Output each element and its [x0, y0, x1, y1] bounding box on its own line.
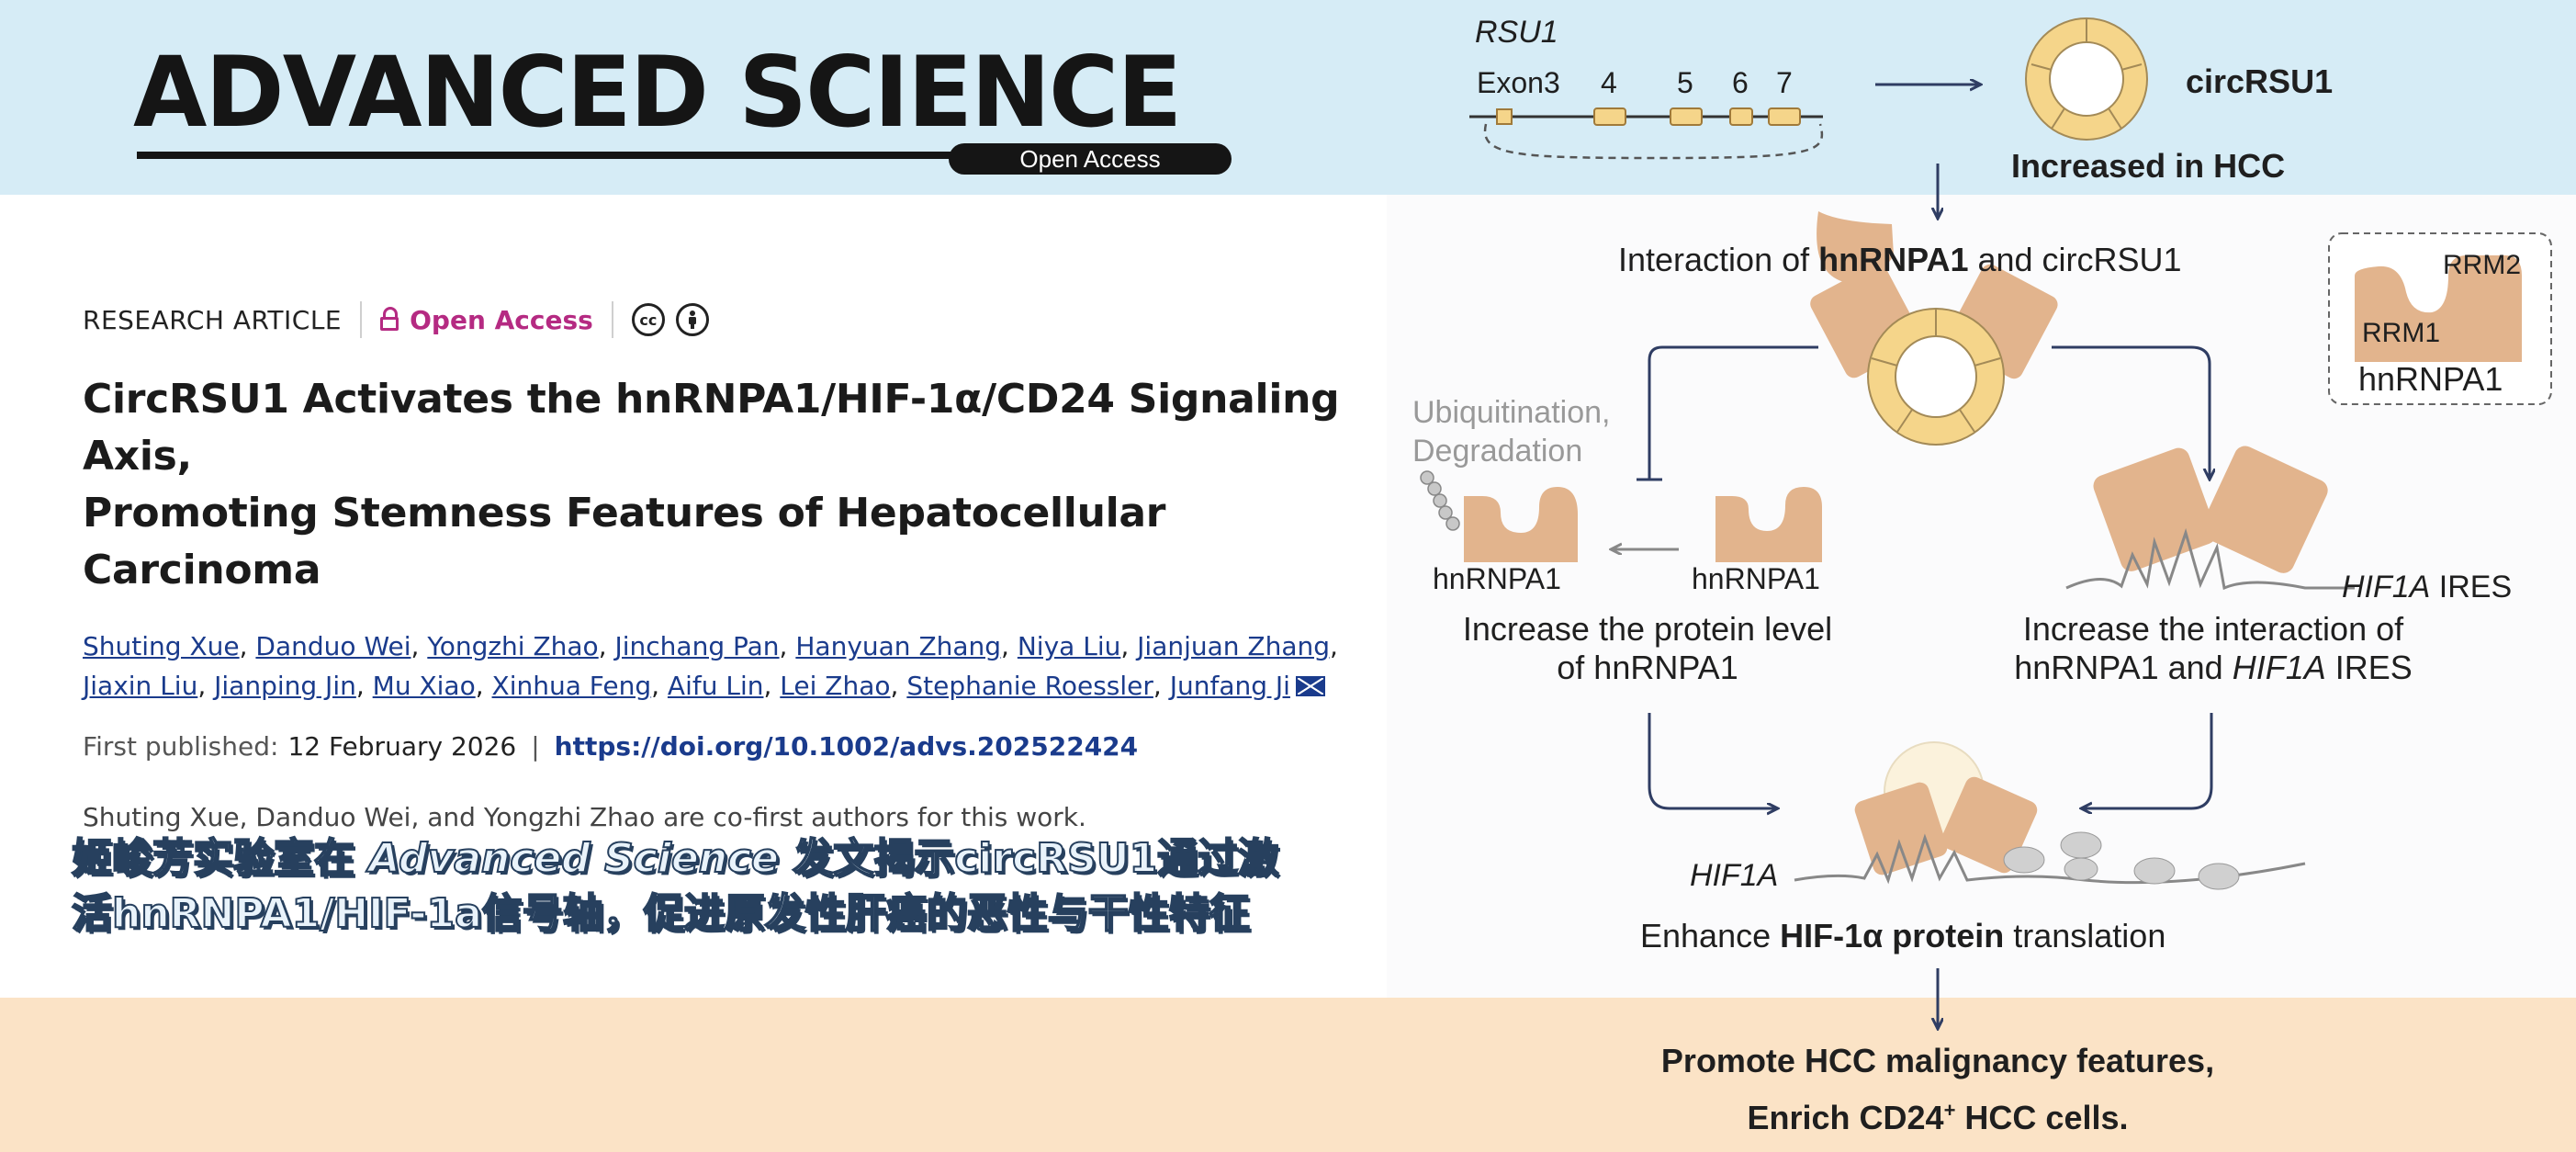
degradation-label: Degradation: [1412, 434, 1583, 469]
author-line: Shuting Xue, Danduo Wei, Yongzhi Zhao, J…: [83, 627, 1368, 666]
author-separator: ,: [651, 671, 668, 701]
chinese-headline: 姬峻芳实验室在 Advanced Science 发文揭示circRSU1通过激…: [71, 831, 1394, 942]
author-separator: ,: [1001, 631, 1018, 661]
author-line: Jiaxin Liu, Jianping Jin, Mu Xiao, Xinhu…: [83, 666, 1368, 706]
author-separator: ,: [475, 671, 492, 701]
enhance-label: Enhance HIF-1α protein translation: [1640, 917, 2166, 954]
hif1a-mrna-label: HIF1A: [1690, 858, 1779, 893]
arrow: [2052, 345, 2210, 478]
exon-label: Exon3: [1477, 66, 1560, 99]
title-line: Promoting Stemness Features of Hepatocel…: [83, 490, 1166, 593]
author-separator: ,: [1120, 631, 1138, 661]
logo-rule: [137, 152, 951, 159]
author-separator: ,: [355, 671, 373, 701]
translation-complex: [1794, 741, 2306, 890]
circ-rna-icon: [2025, 17, 2148, 141]
rrm1-label: RRM1: [2362, 318, 2441, 348]
lock-open-icon: [380, 307, 399, 333]
author-link[interactable]: Yongzhi Zhao: [427, 631, 599, 661]
conclusion: Promote HCC malignancy features, Enrich …: [1660, 1042, 2215, 1136]
interaction-label: Interaction of hnRNPA1 and circRSU1: [1618, 241, 2182, 278]
by-icon[interactable]: [675, 303, 709, 336]
headline-line: 姬峻芳实验室在 Advanced Science 发文揭示circRSU1通过激: [71, 834, 1279, 883]
exon-label: 7: [1776, 66, 1793, 99]
hnrnpa1-protein-degraded: [1464, 487, 1578, 562]
rrm2-label: RRM2: [2443, 250, 2522, 280]
hnrnpa1-legend: [2328, 232, 2552, 405]
hnrnpa1-circrsu1-complex: [1810, 211, 2058, 446]
divider: [360, 301, 363, 338]
exon-label: 6: [1732, 66, 1749, 99]
divider: |: [531, 731, 540, 762]
headline-line: 活hnRNPA1/HIF-1a信号轴，促进原发性肝癌的恶性与干性特征: [71, 889, 1251, 938]
inhibition-line: [1648, 345, 1818, 480]
first-published-label: First published:: [83, 731, 279, 762]
gene-structure: [1469, 107, 1824, 160]
author-link[interactable]: Hanyuan Zhang: [795, 631, 1002, 661]
author-link[interactable]: Aifu Lin: [667, 671, 764, 701]
ubiquitination-label: Ubiquitination,: [1412, 395, 1611, 430]
author-separator: ,: [763, 671, 781, 701]
author-link[interactable]: Niya Liu: [1017, 631, 1121, 661]
graphical-abstract: RSU1 Exon3 4 5 6 7 circRSU1 Increased in…: [1387, 0, 2576, 1152]
top-band: [0, 0, 2576, 195]
author-link[interactable]: Mu Xiao: [372, 671, 476, 701]
hnrnpa1-protein: [1715, 487, 1822, 562]
gene-label: RSU1: [1475, 15, 1558, 50]
cc-icon[interactable]: cc: [631, 303, 665, 336]
circ-label: circRSU1: [2186, 62, 2334, 100]
author-link[interactable]: Jinchang Pan: [614, 631, 780, 661]
publication-info: First published: 12 February 2026 | http…: [83, 731, 1368, 762]
first-published-date: 12 February 2026: [287, 731, 517, 762]
author-separator: ,: [197, 671, 215, 701]
right-outcome: Increase the interaction of hnRNPA1 and …: [2014, 610, 2413, 686]
open-access-link[interactable]: Open Access: [380, 305, 593, 335]
author-link[interactable]: Xinhua Feng: [491, 671, 652, 701]
author-link[interactable]: Lei Zhao: [780, 671, 891, 701]
author-link[interactable]: Danduo Wei: [255, 631, 411, 661]
divider: [611, 301, 613, 338]
author-link[interactable]: Jianping Jin: [214, 671, 356, 701]
author-separator: ,: [411, 631, 428, 661]
increased-label: Increased in HCC: [2011, 147, 2286, 185]
co-first-note: Shuting Xue, Danduo Wei, and Yongzhi Zha…: [83, 802, 1086, 832]
hnrnpa1-ires-complex: [2065, 446, 2355, 591]
open-access-badge: Open Access: [949, 143, 1232, 175]
author-link[interactable]: Jiaxin Liu: [83, 671, 198, 701]
doi-link[interactable]: https://doi.org/10.1002/advs.202522424: [554, 731, 1139, 762]
article-meta-row: RESEARCH ARTICLE Open Access cc: [83, 294, 1368, 345]
author-list: Shuting Xue, Danduo Wei, Yongzhi Zhao, J…: [83, 627, 1368, 706]
hnrnpa1-label: hnRNPA1: [1433, 562, 1561, 595]
article-header: RESEARCH ARTICLE Open Access cc CircRSU1…: [83, 294, 1368, 832]
ubiquitin-chain: [1420, 470, 1460, 531]
journal-name: ADVANCED SCIENCE: [133, 36, 1182, 149]
open-access-label: Open Access: [410, 304, 593, 335]
author-separator: ,: [1330, 631, 1338, 661]
legend-name: hnRNPA1: [2358, 360, 2503, 398]
exon-label: 5: [1677, 66, 1693, 99]
author-separator: ,: [239, 631, 256, 661]
diagram-graphics: [1387, 17, 2576, 1152]
author-separator: ,: [779, 631, 796, 661]
bottom-band: [0, 998, 2576, 1152]
article-title: CircRSU1 Activates the hnRNPA1/HIF-1α/CD…: [83, 371, 1368, 599]
journal-logo: ADVANCED SCIENCE Open Access: [133, 44, 1232, 182]
license-icons: cc: [631, 303, 709, 336]
author-link[interactable]: Shuting Xue: [83, 631, 240, 661]
author-separator: ,: [1153, 671, 1170, 701]
author-link[interactable]: Jianjuan Zhang: [1137, 631, 1331, 661]
arrow: [2083, 713, 2213, 808]
author-separator: ,: [890, 671, 907, 701]
author-link[interactable]: Stephanie Roessler: [906, 671, 1153, 701]
hnrnpa1-label: hnRNPA1: [1692, 562, 1820, 595]
author-separator: ,: [598, 631, 615, 661]
arrow: [1648, 713, 1776, 808]
email-icon[interactable]: [1295, 676, 1325, 696]
article-type: RESEARCH ARTICLE: [83, 304, 343, 335]
title-line: CircRSU1 Activates the hnRNPA1/HIF-1α/CD…: [83, 376, 1340, 480]
author-link[interactable]: Junfang Ji: [1169, 671, 1290, 701]
ires-label: HIF1A IRES: [2342, 570, 2513, 604]
exon-label: 4: [1601, 66, 1617, 99]
